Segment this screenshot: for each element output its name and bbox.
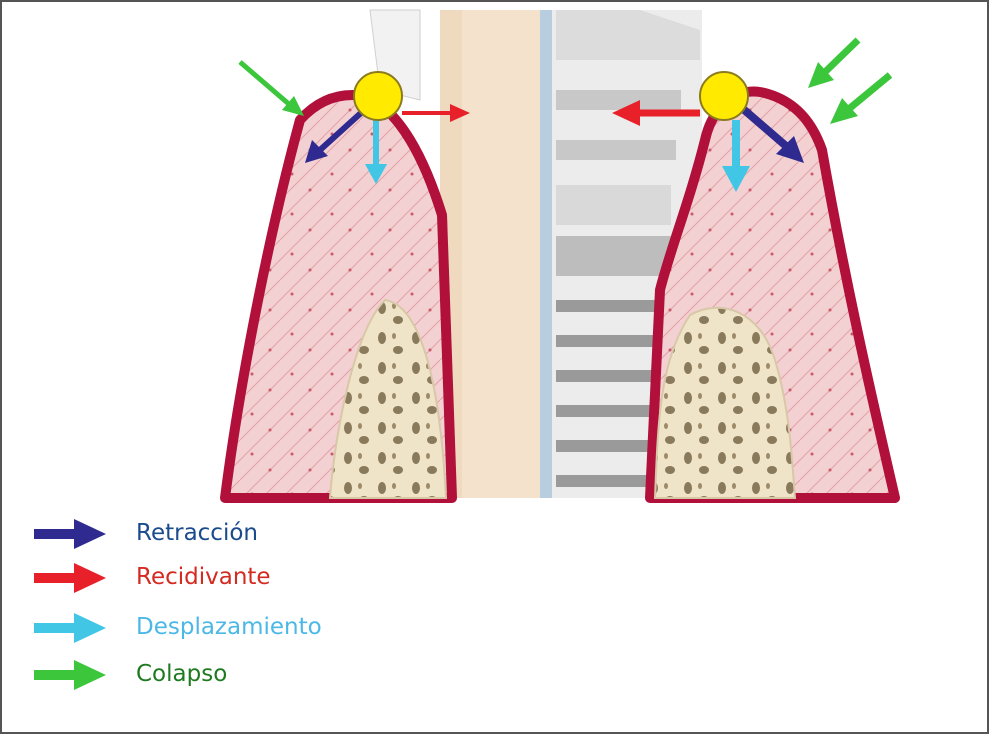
legend-label-colapso: Colapso bbox=[136, 659, 227, 689]
colapso-arrow-icon bbox=[30, 659, 110, 691]
legend-item-recidivante: Recidivante bbox=[30, 556, 450, 600]
legend-item-desplazamiento: Desplazamiento bbox=[30, 606, 450, 650]
colapso-arrow-left bbox=[240, 62, 290, 105]
legend-label-desplazamiento: Desplazamiento bbox=[136, 612, 322, 642]
legend-label-retraccion: Retracción bbox=[136, 518, 258, 548]
legend-label-recidivante: Recidivante bbox=[136, 562, 271, 592]
gingiva-left bbox=[225, 95, 452, 498]
desplazamiento-arrow-icon bbox=[30, 612, 110, 644]
legend-item-retraccion: Retracción bbox=[30, 512, 450, 556]
colapso-arrow-right-2 bbox=[850, 75, 890, 108]
recidivante-arrow-icon bbox=[30, 562, 110, 594]
retraccion-arrow-icon bbox=[30, 518, 110, 550]
colapso-arrow-right-1 bbox=[825, 40, 858, 72]
marker-left bbox=[354, 72, 402, 120]
legend-item-colapso: Colapso bbox=[30, 653, 450, 697]
marker-right bbox=[700, 72, 748, 120]
